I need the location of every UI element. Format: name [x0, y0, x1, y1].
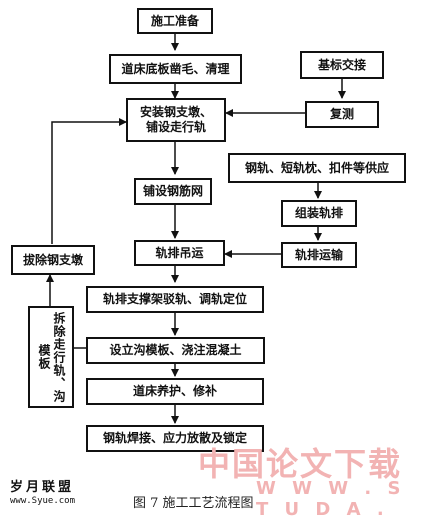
- node-panel-hoisting: 轨排吊运: [134, 240, 225, 266]
- watermark-text: 中国论文下载: [198, 445, 403, 483]
- node-install-steel-supports: 安装钢支墩、 铺设走行轨: [126, 98, 226, 142]
- node-benchmark-handover: 基标交接: [300, 51, 384, 79]
- site-logo-name: 岁月联盟: [10, 480, 75, 495]
- node-resurvey: 复测: [305, 101, 379, 128]
- site-logo-url: www.Syue.com: [10, 496, 76, 506]
- node-rail-sleeper-supply: 钢轨、短轨枕、扣件等供应: [228, 153, 406, 183]
- node-panel-support-adjust: 轨排支撑架驳轨、调轨定位: [86, 286, 264, 313]
- node-panel-transport: 轨排运输: [281, 242, 357, 268]
- node-assemble-track-panel: 组装轨排: [281, 200, 357, 227]
- node-remove-steel-supports: 拔除钢支墩: [11, 245, 95, 275]
- node-bed-curing-repair: 道床养护、修补: [86, 378, 264, 405]
- arrow-n15-n3: [51, 118, 127, 244]
- watermark-url: W W W . S T U D A .: [256, 478, 406, 520]
- node-rail-welding-locking: 钢轨焊接、应力放散及锁定: [86, 425, 264, 452]
- node-bed-bottom-roughening: 道床底板凿毛、清理: [109, 54, 242, 84]
- figure-caption: 图 7 施工工艺流程图: [133, 496, 254, 511]
- node-lay-rebar-mesh: 铺设钢筋网: [134, 178, 212, 205]
- node-construction-preparation: 施工准备: [137, 8, 213, 34]
- node-formwork-concrete: 设立沟模板、浇注混凝土: [86, 337, 265, 364]
- node-remove-rails-formwork: 拆除走行轨、沟模板: [28, 306, 74, 408]
